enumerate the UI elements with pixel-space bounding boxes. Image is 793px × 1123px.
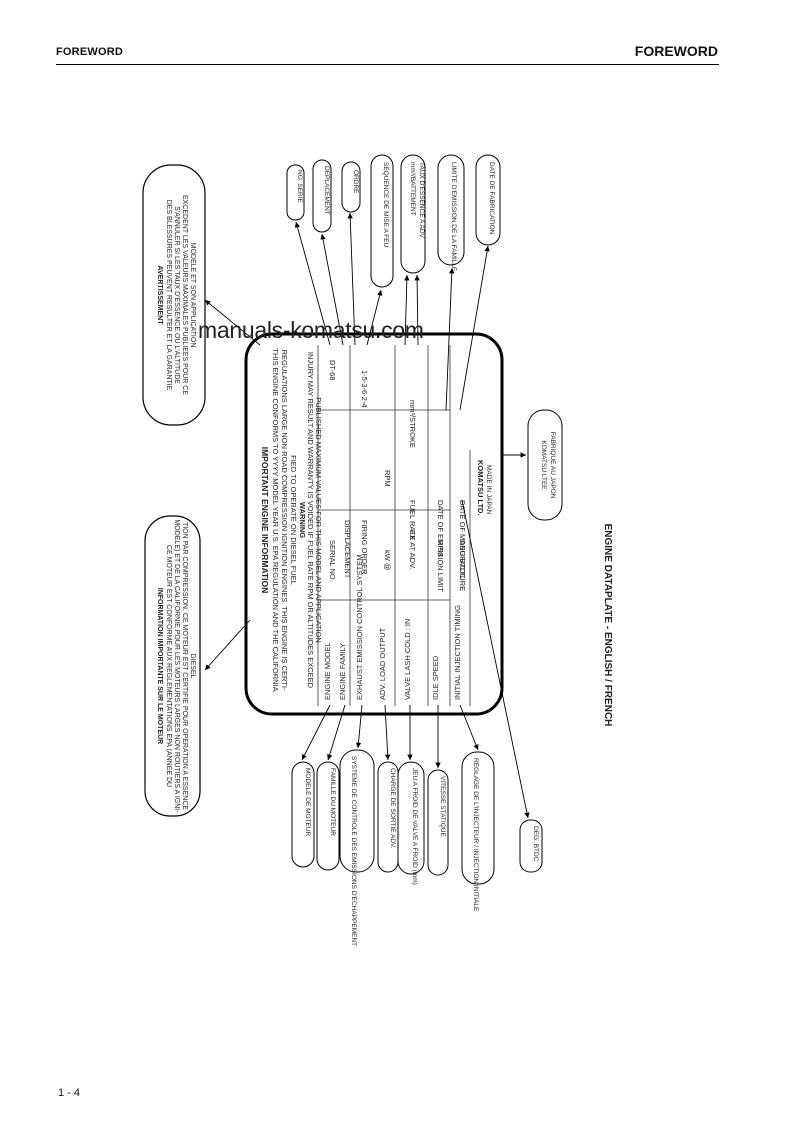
row-injection-timing: INITIAL INJECTION TIMING — [453, 605, 462, 700]
callout-famille: FAMILLE DU MOTEUR — [329, 768, 336, 836]
watermark: manuals-komatsu.com — [198, 317, 424, 343]
row-mm3: mm³/STROKE — [408, 400, 417, 448]
row-deg-btdc: DEG BTDC — [458, 540, 467, 579]
callout-ordre: ORDRE — [352, 170, 359, 194]
callout-limite: LIMITE D'EMISSION DE LA FAMILLE — [450, 162, 457, 272]
row-exhaust: EXHAUST EMISSION CONTROL SYSTEM — [355, 555, 364, 700]
row-adv-load: ADV. LOAD OUTPUT — [378, 627, 387, 700]
row-idle-speed: IDLE SPEED — [431, 655, 440, 700]
french-info-text: INFORMATION IMPORTANTE SUR LE MOTEUR CE … — [156, 519, 196, 813]
row-ex: EX — [408, 530, 417, 540]
dataplate-text: IMPORTANT ENGINE INFORMATION THIS ENGINE… — [260, 348, 492, 700]
row-firing-seq: 1-5-3-6-2-4 — [360, 370, 369, 408]
header-left-title: FOREWORD — [56, 46, 123, 58]
callout-date: DATE DE FABRICATION — [488, 162, 495, 235]
dataplate-grid — [317, 345, 471, 706]
french-warning-text: AVERTISSEMENT DES BLESSURES PEUVENT RESU… — [156, 195, 196, 395]
row-serial-no: SERIAL NO. — [328, 540, 337, 582]
row-dt68: DT-68 — [328, 360, 337, 380]
plate-maker: KOMATSU LTD. — [476, 460, 485, 516]
row-fuel-rate: FUEL RATE AT ADV. — [408, 500, 417, 569]
header-right-title: FOREWORD — [634, 43, 718, 59]
french-info-box — [144, 515, 201, 817]
row-rpm: RPM — [383, 470, 392, 487]
callout-mm3: mm³/BATTEMENT — [409, 162, 416, 216]
bottom-callouts: MODELE DE MOTEUR FAMILLE DU MOTEUR SYSTE… — [291, 749, 543, 946]
french-info-line-2: MODELE) ET DE LA CALIFORNIE POUR LES MOT… — [173, 519, 180, 813]
french-info-line-1: CE MOTEUR EST CONFORME AUX REGLEMENTATIO… — [165, 545, 172, 787]
french-warning-line-2: S'ANNULER SI LES TAUX D'ESSENCE OU L'ALT… — [173, 206, 180, 384]
dataplate-frame — [244, 332, 504, 716]
plate-maker-sub: MADE IN JAPAN — [485, 465, 492, 515]
callout-systeme: SYSTEME DE CONTROLE DES EMISSIONS D'ECHA… — [350, 756, 357, 946]
french-info-line-4: DIESEL — [189, 654, 196, 679]
plate-title: IMPORTANT ENGINE INFORMATION — [260, 447, 270, 594]
row-engine-model: ENGINE MODEL — [323, 642, 332, 700]
row-valve-lash: VALVE LASH COLD : IN — [403, 619, 412, 700]
callout-vitesse: VITESSE STATIQUE — [439, 776, 446, 837]
row-kw: kW @ — [383, 550, 392, 571]
row-date-manufacture: DATE OF MANUFACTURE — [458, 500, 467, 591]
callout-sequence: SEQUENCE DE MISE A FEU — [382, 162, 389, 248]
callout-charge: CHARGE DE SORTIE ADV. — [389, 768, 396, 849]
row-engine-family: ENGINE FAMILY — [338, 643, 347, 700]
french-warning-line-1: DES BLESSURES PEUVENT RESULTER ET LA GAR… — [165, 200, 172, 391]
leader-lines — [204, 212, 530, 819]
plate-line-1: THIS ENGINE CONFORMS TO YYYY MODEL YEAR … — [271, 348, 280, 691]
callout-jeu: JEU A FROID DE VALVE A FROID (mm) — [411, 768, 418, 885]
row-idle-rpm: RPM — [436, 540, 445, 557]
french-warning-box — [142, 164, 206, 426]
french-warning-title: AVERTISSEMENT — [156, 266, 163, 326]
callout-deplacement: DEPLACEMENT — [323, 166, 330, 215]
top-callouts: NO. SERIE DEPLACEMENT ORDRE SEQUENCE DE … — [286, 154, 501, 288]
plate-warning-title: WARNING — [298, 502, 307, 538]
right-callout-line-1: KOMATSU LTEE — [540, 440, 547, 490]
callout-no-serie: NO. SERIE — [296, 170, 303, 204]
header-rule — [56, 64, 719, 65]
row-emission-limit: DATE OF EMISSION LIMIT — [436, 500, 445, 592]
figure-caption: ENGINE DATAPLATE - ENGLISH / FRENCH — [602, 524, 613, 727]
plate-line-2: REGULATIONS LARGE NON ROAD COMPRESSION I… — [280, 350, 289, 691]
plate-line-3: FIED TO OPERATE ON DIESEL FUEL — [289, 455, 298, 585]
right-callout-box — [527, 409, 563, 521]
french-warning-line-4: MODELE ET SON APPLICATION — [189, 243, 196, 348]
callout-modele: MODELE DE MOTEUR — [304, 768, 311, 837]
french-warning-line-3: EXCEDENT LES VALEURS MAXIMALES PUBLIEES … — [181, 195, 188, 395]
french-info-title: INFORMATION IMPORTANTE SUR LE MOTEUR — [156, 588, 163, 744]
right-callout-text: KOMATSU LTEE FABRIQUE AU JAPON — [540, 432, 556, 499]
row-firing-order: FIRING ORDER — [360, 520, 369, 575]
page-number: 1 - 4 — [58, 1087, 81, 1099]
callout-reglage: REGLAGE DE L'INJECTEUR / INJECTION INITI… — [472, 758, 479, 912]
right-callout-line-2: FABRIQUE AU JAPON — [549, 432, 556, 499]
row-displacement: DISPLACEMENT — [343, 520, 352, 579]
french-info-line-3: TION PAR COMPRESSION. CE MOTEUR EST CERT… — [181, 522, 188, 810]
plate-warning-line-2: PUBLISHED MAXIMUM VALUES FOR THIS MODEL … — [314, 397, 323, 643]
callout-deg-btdc: DEG. BTDC — [532, 826, 539, 862]
callout-taux: TAUX D'ESSENCE A ADV — [418, 162, 425, 239]
plate-warning-line-1: INJURY MAY RESULT AND WARRANTY IS VOIDED… — [306, 352, 315, 689]
